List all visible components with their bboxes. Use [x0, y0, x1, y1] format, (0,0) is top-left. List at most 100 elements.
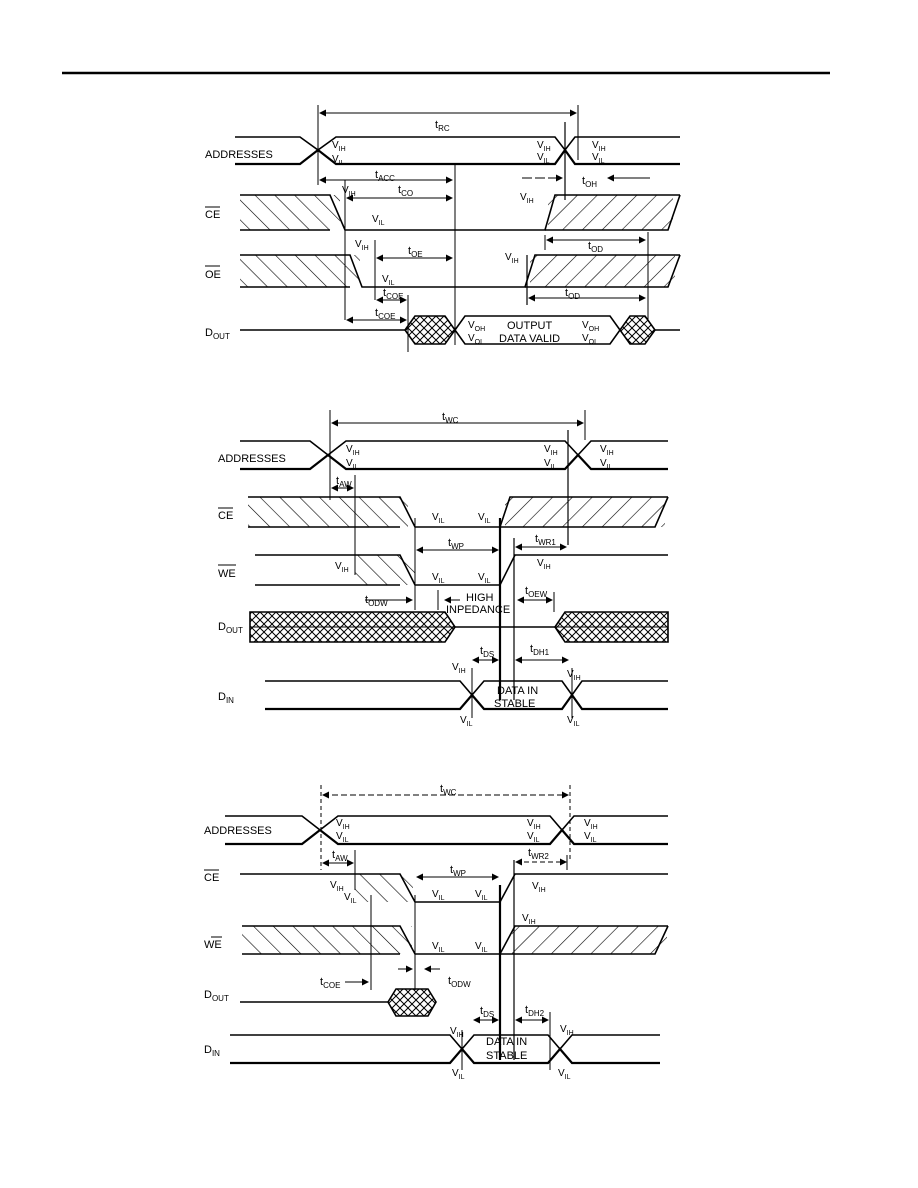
voh-label: VOH — [468, 320, 485, 333]
din-text: DATA IN — [497, 685, 538, 697]
vih-label: VIH — [346, 444, 360, 457]
tacc-label: tACC — [375, 169, 395, 183]
vil-label: VIL — [592, 152, 605, 165]
vil-label: VIL — [346, 458, 359, 471]
ce-label: CE — [204, 872, 219, 884]
vil-label: VIL — [432, 572, 445, 585]
taw-label: tAW — [336, 475, 352, 489]
vil-label: VIL — [478, 512, 491, 525]
toe-label: tOE — [408, 245, 423, 259]
vil-label: VIL — [600, 458, 613, 471]
vih-label: VIH — [567, 669, 581, 682]
vil-label: VIL — [382, 274, 395, 287]
ce-label: CE — [218, 510, 233, 522]
oe-label: OE — [205, 269, 221, 281]
vil-label: VIL — [475, 889, 488, 902]
vih-label: VIH — [452, 662, 466, 675]
write-cycle-2-diagram — [225, 785, 669, 1070]
addresses-label: ADDRESSES — [205, 149, 273, 161]
twc-label: tWC — [442, 411, 459, 425]
dout-label: DOUT — [204, 989, 229, 1003]
vih-label: VIH — [342, 185, 356, 198]
vil-label: VIL — [567, 715, 580, 728]
toh-label: tOH — [582, 175, 597, 189]
read-cycle-diagram — [235, 105, 681, 352]
read-cycle-labels: ADDRESSES CE OE DOUT tRC tACC tCO tOH tO… — [205, 119, 606, 346]
tco-label: tCO — [398, 184, 413, 198]
twc-label: tWC — [440, 783, 457, 797]
vih-label: VIH — [532, 881, 546, 894]
tod-label: tOD — [588, 240, 603, 254]
vil-label: VIL — [336, 831, 349, 844]
vil-label: VIL — [478, 572, 491, 585]
vih-label: VIH — [592, 140, 606, 153]
vol-label: VOL — [468, 333, 484, 346]
vih-label: VIH — [600, 444, 614, 457]
addresses-label: ADDRESSES — [204, 825, 272, 837]
we-label: WE — [204, 939, 222, 951]
tcoe-label: tCOE — [383, 287, 403, 301]
voh-label: VOH — [582, 320, 599, 333]
tds-label: tDS — [480, 645, 494, 659]
din-text: STABLE — [494, 698, 535, 710]
twp-label: tWP — [450, 864, 466, 878]
todw-label: tODW — [365, 594, 388, 608]
vih-label: VIH — [520, 192, 534, 205]
vil-label: VIL — [432, 889, 445, 902]
vih-label: VIH — [544, 444, 558, 457]
tod2-label: tOD — [565, 287, 580, 301]
addresses-label: ADDRESSES — [218, 453, 286, 465]
din-text: STABLE — [486, 1050, 527, 1062]
vil-label: VIL — [475, 941, 488, 954]
vil-label: VIL — [558, 1068, 571, 1081]
twr2-label: tWR2 — [528, 847, 549, 861]
todw-label: tODW — [448, 975, 471, 989]
vih-label: VIH — [450, 1026, 464, 1039]
dout-label: DOUT — [205, 327, 230, 341]
vil-label: VIL — [452, 1068, 465, 1081]
vil-label: VIL — [584, 831, 597, 844]
din-text: DATA IN — [486, 1036, 527, 1048]
output-text: OUTPUT — [507, 320, 553, 332]
vih-label: VIH — [332, 140, 346, 153]
high-z-text: HIGH — [466, 592, 494, 604]
dout-label: DOUT — [218, 621, 243, 635]
tdh2-label: tDH2 — [525, 1004, 545, 1018]
tcoe2-label: tCOE — [375, 307, 395, 321]
trc-label: tRC — [435, 119, 450, 133]
we-label: WE — [218, 568, 236, 580]
vih-label: VIH — [584, 818, 598, 831]
din-label: DIN — [218, 691, 234, 705]
vih-label: VIH — [522, 913, 536, 926]
vih-label: VIH — [560, 1024, 574, 1037]
twp-label: tWP — [448, 537, 464, 551]
vih-label: VIH — [527, 818, 541, 831]
vih-label: VIH — [537, 140, 551, 153]
vol-label: VOL — [582, 333, 598, 346]
vih-label: VIH — [336, 818, 350, 831]
vih-label: VIH — [505, 252, 519, 265]
twr1-label: tWR1 — [535, 533, 556, 547]
vih-label: VIH — [537, 558, 551, 571]
din-label: DIN — [204, 1044, 220, 1058]
toew-label: tOEW — [525, 585, 548, 599]
tcoe-label: tCOE — [320, 976, 340, 990]
vil-label: VIL — [344, 892, 357, 905]
high-z-text: INPEDANCE — [446, 604, 510, 616]
vil-label: VIL — [527, 831, 540, 844]
vil-label: VIL — [537, 152, 550, 165]
vil-label: VIL — [544, 458, 557, 471]
vil-label: VIL — [432, 941, 445, 954]
vil-label: VIL — [332, 154, 345, 167]
taw-label: tAW — [332, 849, 348, 863]
vil-label: VIL — [432, 512, 445, 525]
ce-label: CE — [205, 209, 220, 221]
write-cycle-1-labels: ADDRESSES CE WE DOUT DIN tWC tAW tWP tWR… — [218, 411, 614, 728]
write-cycle-2-labels: ADDRESSES CE WE DOUT DIN tWC tAW tWP tWR… — [204, 783, 598, 1081]
output-text: DATA VALID — [499, 333, 560, 345]
vil-label: VIL — [372, 214, 385, 227]
write-cycle-1-diagram — [240, 410, 669, 718]
vil-label: VIL — [460, 715, 473, 728]
vih-label: VIH — [330, 880, 344, 893]
